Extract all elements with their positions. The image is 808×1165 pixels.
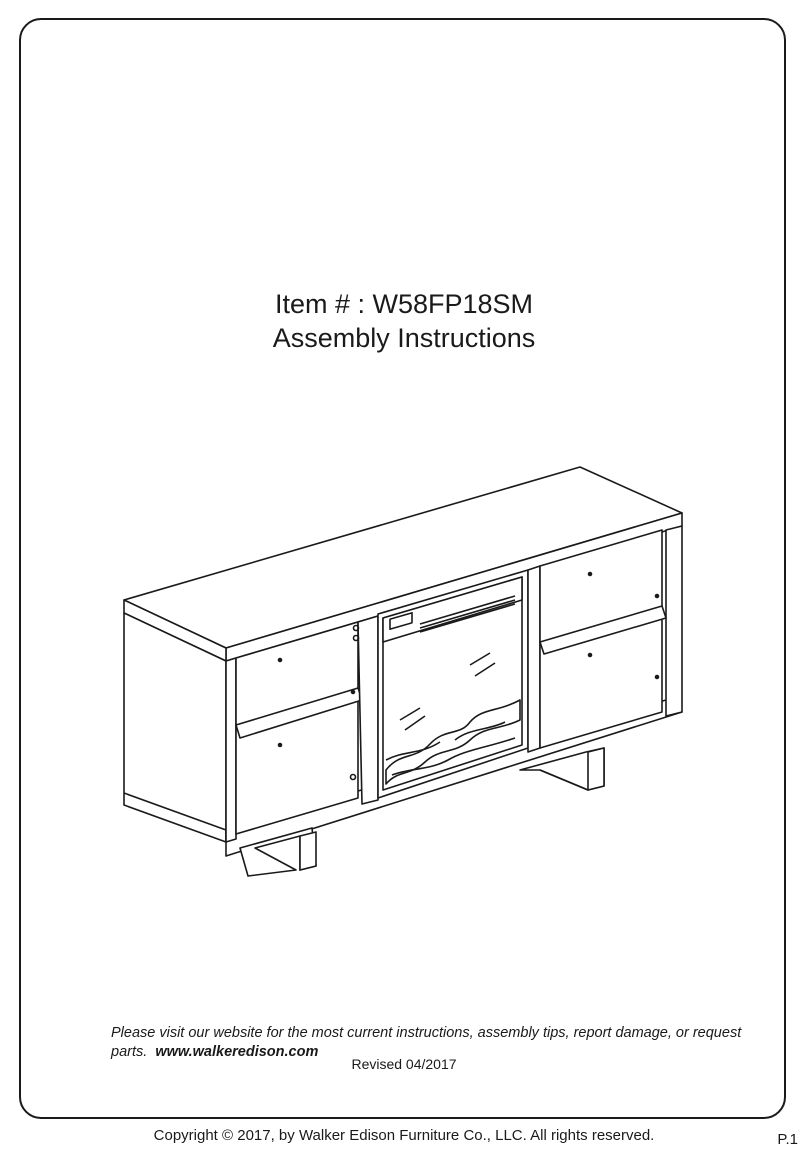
assembly-instructions-title: Assembly Instructions: [272, 323, 536, 353]
page-number: P.1: [777, 1131, 798, 1148]
tv-stand-fireplace-icon: [123, 466, 683, 877]
item-number-title: Item # : W58FP18SM: [274, 289, 534, 319]
note-text: Please visit our website for the most cu…: [111, 1025, 742, 1060]
copyright-footer: Copyright © 2017, by Walker Edison Furni…: [153, 1127, 655, 1144]
page-border: [19, 18, 786, 1119]
website-link[interactable]: www.walkeredison.com: [155, 1044, 319, 1060]
revision-date: Revised 04/2017: [351, 1056, 457, 1072]
website-note: Please visit our website for the most cu…: [111, 1024, 751, 1062]
